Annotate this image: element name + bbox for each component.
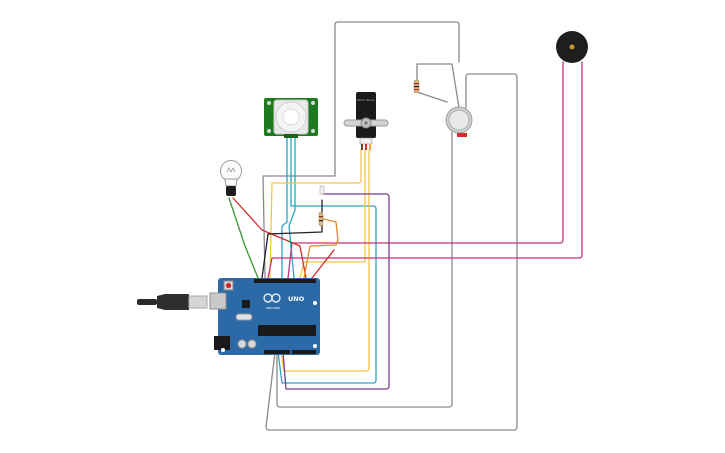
- wire-orange[interactable]: [303, 217, 339, 279]
- resistor-1-band: [414, 86, 419, 88]
- wire-yellow-servo-2[interactable]: [299, 149, 366, 279]
- pir-mount-hole: [311, 129, 315, 133]
- usb-plug-metal: [188, 295, 208, 309]
- resistor-1[interactable]: [413, 79, 420, 94]
- usb-chip: [242, 300, 250, 308]
- wire-yellow-servo-3[interactable]: [280, 149, 370, 372]
- bulb-glass: [220, 160, 242, 182]
- usb-cable-tail: [137, 299, 157, 305]
- usb-port[interactable]: [209, 292, 227, 310]
- wire-yellow-servo-1[interactable]: [269, 149, 362, 279]
- capacitor: [247, 339, 257, 349]
- usb-plug-body: [157, 294, 189, 310]
- wire-green-bulb[interactable]: [228, 197, 259, 279]
- bulb-base: [226, 186, 236, 196]
- servo-screw: [364, 121, 368, 125]
- pir-mount-hole: [267, 101, 271, 105]
- pir-mount-hole: [311, 101, 315, 105]
- mount-hole: [221, 348, 225, 352]
- wire-red-bulb[interactable]: [232, 197, 307, 279]
- bulb-filament: [226, 167, 236, 173]
- pot-knob-inner: [448, 109, 470, 131]
- resistor-2-band: [319, 220, 323, 222]
- crystal-oscillator: [235, 313, 253, 321]
- potentiometer[interactable]: [445, 106, 473, 137]
- micro-servo[interactable]: Micro Servo: [343, 92, 389, 150]
- arduino-uno-board[interactable]: UNO ARDUINO: [209, 278, 320, 355]
- wire-red-2[interactable]: [311, 249, 335, 279]
- board-label: UNO: [288, 295, 305, 303]
- resistor-1-band: [414, 89, 419, 91]
- mount-hole: [313, 301, 317, 305]
- mount-hole: [313, 344, 317, 348]
- pir-mount-hole: [267, 129, 271, 133]
- wire-magenta-buzzer-1[interactable]: [287, 61, 564, 279]
- wire-gray-outer-loop[interactable]: [265, 73, 518, 431]
- servo-label: Micro Servo: [357, 98, 375, 102]
- wire-purple[interactable]: [282, 193, 390, 390]
- buzzer-center: [569, 44, 575, 50]
- light-bulb[interactable]: [220, 160, 242, 197]
- pir-dome-center: [282, 108, 300, 126]
- analog-header[interactable]: [292, 350, 316, 354]
- wire-gray-top-loop[interactable]: [262, 21, 460, 279]
- atmega-chip: [258, 325, 316, 336]
- servo-lead-brown: [361, 144, 363, 150]
- servo-lead-orange: [369, 144, 371, 150]
- logo-ring-right: [271, 293, 281, 303]
- reset-button-cap: [225, 282, 232, 289]
- small-component-body: [319, 185, 325, 195]
- resistor-2-body: [318, 211, 324, 227]
- wire-magenta-buzzer-2[interactable]: [267, 61, 583, 279]
- arduino-logo: [263, 293, 281, 303]
- pir-header: [284, 134, 298, 138]
- pir-sensor[interactable]: [264, 98, 318, 138]
- wires: [228, 21, 583, 431]
- servo-connector: [359, 137, 373, 145]
- digital-header[interactable]: [254, 279, 316, 283]
- resistor-2-band: [319, 216, 323, 218]
- power-jack[interactable]: [214, 336, 230, 350]
- capacitor: [237, 339, 247, 349]
- pot-pins: [457, 133, 467, 137]
- resistor-2[interactable]: [318, 211, 324, 227]
- power-header[interactable]: [264, 350, 290, 354]
- small-component[interactable]: [319, 185, 325, 195]
- piezo-buzzer[interactable]: [556, 31, 588, 63]
- wire-gray-resistor-pot[interactable]: [416, 63, 460, 109]
- wire-blue-pir-2[interactable]: [277, 135, 377, 384]
- servo-lead-red: [365, 144, 367, 150]
- wire-blue-pir-1[interactable]: [281, 135, 288, 279]
- wire-gray-pot-bottom[interactable]: [276, 131, 453, 408]
- brand-label: ARDUINO: [266, 306, 281, 310]
- usb-cable[interactable]: [137, 294, 208, 310]
- resistor-1-band: [414, 83, 419, 85]
- bulb-neck: [224, 178, 238, 187]
